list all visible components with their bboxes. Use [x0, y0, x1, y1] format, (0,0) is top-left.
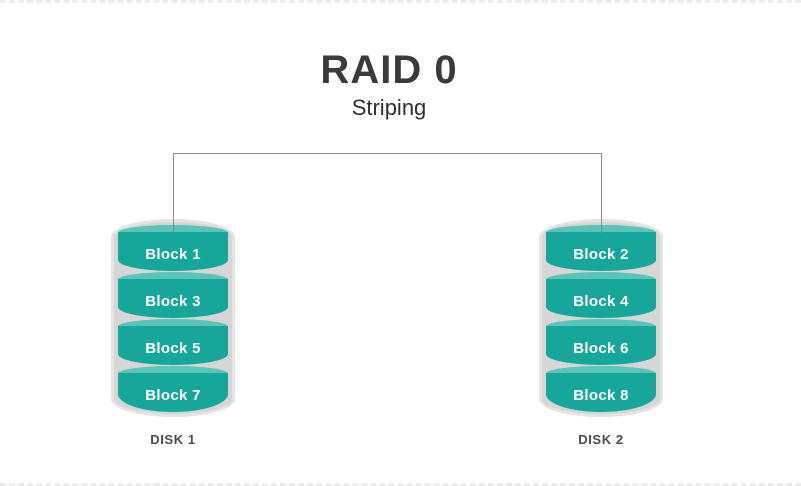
connector-vertical-line-left — [173, 153, 174, 233]
diagram-subtitle: Striping — [351, 95, 427, 120]
block-label: Block 6 — [573, 340, 629, 357]
disk-block: Block 2 — [546, 225, 656, 271]
connector-vertical-line-right — [601, 153, 602, 233]
block-body: Block 7 — [118, 373, 228, 412]
block-label: Block 2 — [573, 246, 629, 263]
block-body: Block 1 — [118, 232, 228, 271]
block-label: Block 3 — [145, 293, 201, 310]
block-label: Block 1 — [145, 246, 201, 263]
block-label: Block 4 — [573, 293, 629, 310]
block-label: Block 8 — [573, 387, 629, 404]
block-label: Block 5 — [145, 340, 201, 357]
disk-block: Block 6 — [546, 319, 656, 365]
block-body: Block 5 — [118, 326, 228, 365]
disk-block: Block 8 — [546, 366, 656, 412]
disk-label: DISK 2 — [578, 432, 624, 447]
block-body: Block 6 — [546, 326, 656, 365]
block-body: Block 3 — [118, 279, 228, 318]
disk-cylinder-shell: Block 1 Block 3 Block 5 Block 7 — [111, 219, 235, 417]
diagram-header: RAID 0 Striping — [320, 49, 457, 121]
disk-cylinder-shell: Block 2 Block 4 Block 6 Block 8 — [539, 219, 663, 417]
block-body: Block 2 — [546, 232, 656, 271]
disk-block: Block 5 — [118, 319, 228, 365]
block-body: Block 4 — [546, 279, 656, 318]
disk-block: Block 7 — [118, 366, 228, 412]
disk-label: DISK 1 — [150, 432, 196, 447]
diagram-title: RAID 0 — [320, 48, 458, 92]
connector-horizontal-line — [173, 153, 602, 154]
disk-2: Block 2 Block 4 Block 6 Block 8 DISK 2 — [539, 219, 663, 447]
disk-block: Block 3 — [118, 272, 228, 318]
block-label: Block 7 — [145, 387, 201, 404]
disk-1: Block 1 Block 3 Block 5 Block 7 DISK 1 — [111, 219, 235, 447]
disk-block: Block 4 — [546, 272, 656, 318]
block-body: Block 8 — [546, 373, 656, 412]
